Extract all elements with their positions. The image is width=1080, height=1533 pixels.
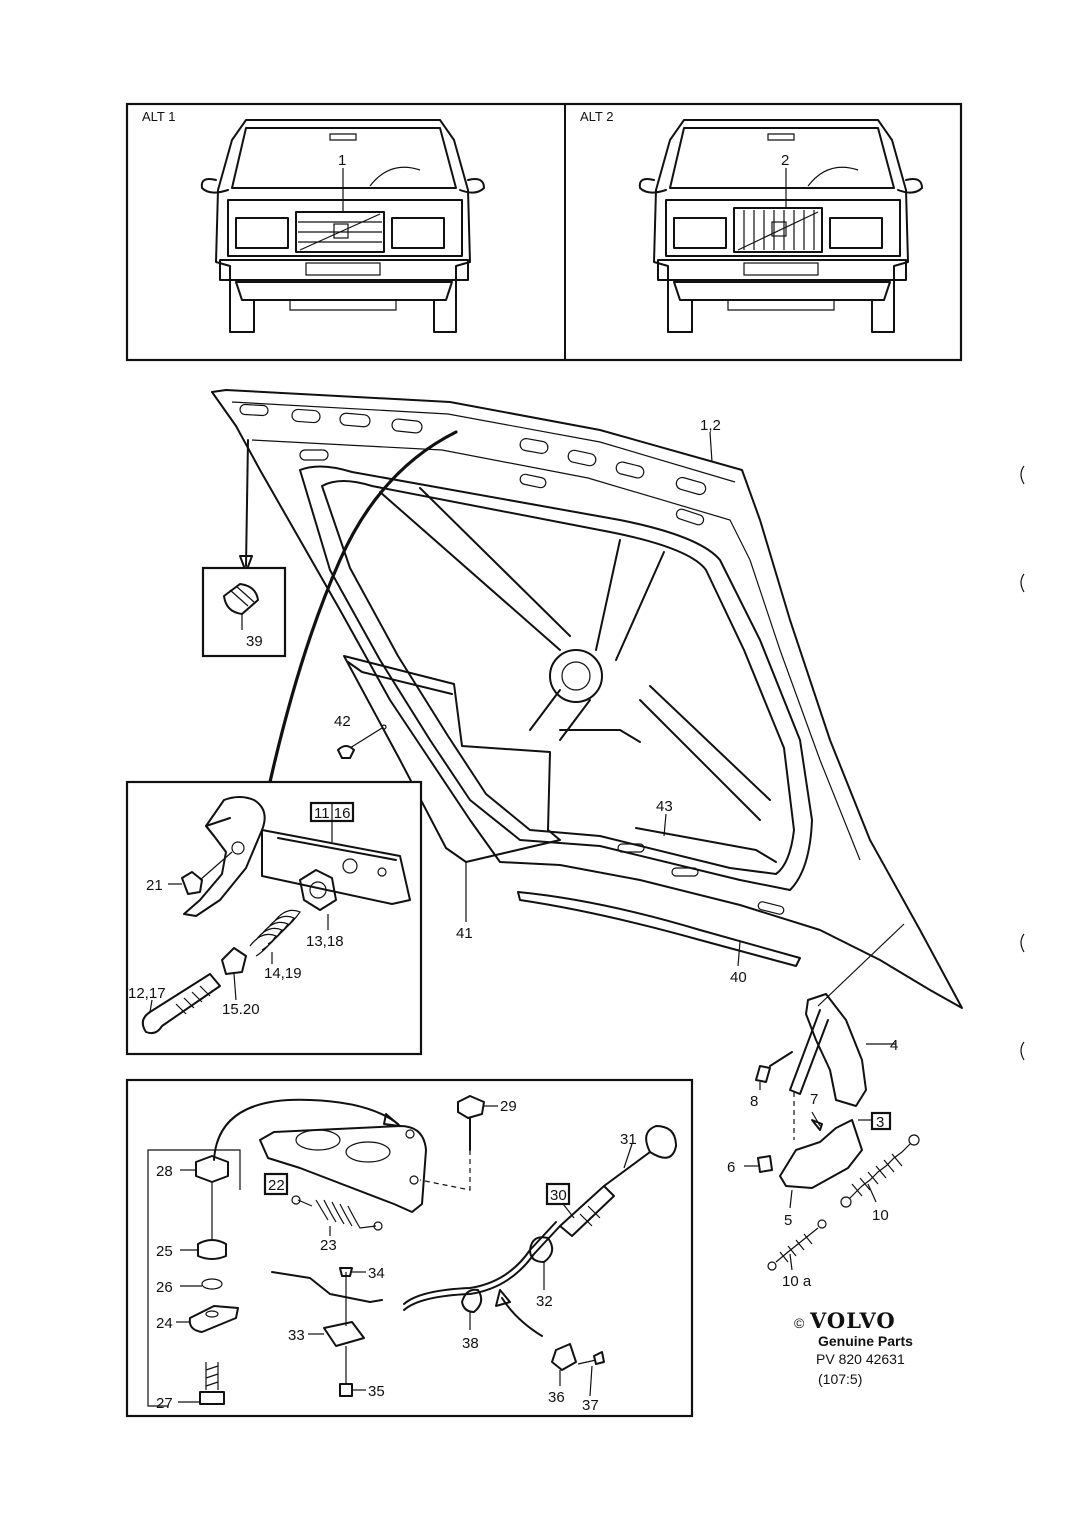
car-front-alt1 [200, 119, 485, 333]
pin-12-17-label: 12,17 [128, 985, 166, 1002]
clip-6-label: 6 [727, 1159, 735, 1176]
bracket-5-label: 5 [784, 1212, 792, 1229]
hinge-assembly [744, 923, 920, 1271]
hood-panel [211, 389, 963, 1009]
hinge-label: 4 [890, 1037, 898, 1054]
bush-25-label: 25 [156, 1243, 173, 1260]
seal-40-leader [737, 941, 741, 967]
screw-42-label: 42 [334, 713, 351, 730]
buffer-lead-arrow [239, 555, 253, 573]
alt2-label: ALT 2 [580, 109, 613, 124]
bolt-29-label: 29 [500, 1098, 517, 1115]
screw-34-label: 34 [368, 1265, 385, 1282]
screw-42 [337, 724, 387, 759]
ref-3-label: 3 [876, 1114, 884, 1131]
hood-vent-slots [239, 403, 785, 915]
volvo-logo: VOLVO [809, 1308, 896, 1333]
alt-panels: ALT 1 ALT 2 1 [125, 102, 963, 362]
buffer-part: 39 [246, 633, 263, 650]
spring-10a-label: 10 a [782, 1273, 812, 1290]
grommet-38-label: 38 [462, 1335, 479, 1352]
plate-24-label: 24 [156, 1315, 173, 1332]
copyright-mark: © [794, 1315, 805, 1331]
sleeve-15-20-label: 15.20 [222, 1001, 260, 1018]
binding-marks [1020, 465, 1025, 1061]
car-front-alt2 [638, 119, 923, 333]
hood-leader [709, 431, 713, 463]
buffer-lead-line [245, 439, 249, 567]
nut-35-label: 35 [368, 1383, 385, 1400]
insulation-pad [343, 655, 641, 863]
alt-panels-frame [125, 102, 963, 362]
grommet-32-label: 32 [536, 1293, 553, 1310]
genuine-parts: Genuine Parts [818, 1333, 913, 1349]
alt1-part: 1 [338, 152, 346, 169]
seal-43-label: 43 [656, 798, 673, 815]
spring-10-leader [867, 1183, 877, 1203]
screw-7-label: 7 [810, 1091, 818, 1108]
latch-detail-box [125, 780, 423, 1056]
washer-26-label: 26 [156, 1279, 173, 1296]
alt1-label: ALT 1 [142, 109, 175, 124]
cable-30-box [545, 1182, 571, 1206]
screw-37-label: 37 [582, 1397, 599, 1414]
bolt-21-label: 21 [146, 877, 163, 894]
handle-31-label: 31 [620, 1131, 637, 1148]
spring-14-19-label: 14,19 [264, 965, 302, 982]
hood-label: 1,2 [700, 417, 721, 434]
alt2-part: 2 [781, 152, 789, 169]
seal-43-leader [663, 813, 667, 837]
seal-40-label: 40 [730, 969, 747, 986]
latch-ref-label: 11 16 [314, 805, 350, 822]
buffer-detail-box: 39 [201, 566, 287, 658]
spring-23-label: 23 [320, 1237, 337, 1254]
page-ref: (107:5) [818, 1371, 862, 1387]
lock-cable-box [125, 1078, 694, 1418]
lock-22-label: 22 [268, 1177, 285, 1194]
clip-33-label: 33 [288, 1327, 305, 1344]
ref-3-box [870, 1111, 892, 1131]
spring-10-label: 10 [872, 1207, 889, 1224]
volvo-footer: © VOLVO Genuine Parts PV 820 42631 (107:… [794, 1308, 913, 1387]
lock-22-box [263, 1172, 289, 1196]
bolt-8-label: 8 [750, 1093, 758, 1110]
seal-43 [635, 827, 777, 863]
nut-28-label: 28 [156, 1163, 173, 1180]
seal-40 [517, 891, 801, 967]
cable-30-label: 30 [550, 1187, 567, 1204]
bolt-27-label: 27 [156, 1395, 173, 1412]
latch-lead-line [268, 430, 458, 784]
clip-36-label: 36 [548, 1389, 565, 1406]
part-number: PV 820 42631 [816, 1351, 905, 1367]
nut-13-18-label: 13,18 [306, 933, 344, 950]
insulation-label: 41 [456, 925, 473, 942]
bracket-5-leader [789, 1189, 793, 1209]
spring-10a-leader [789, 1253, 793, 1271]
